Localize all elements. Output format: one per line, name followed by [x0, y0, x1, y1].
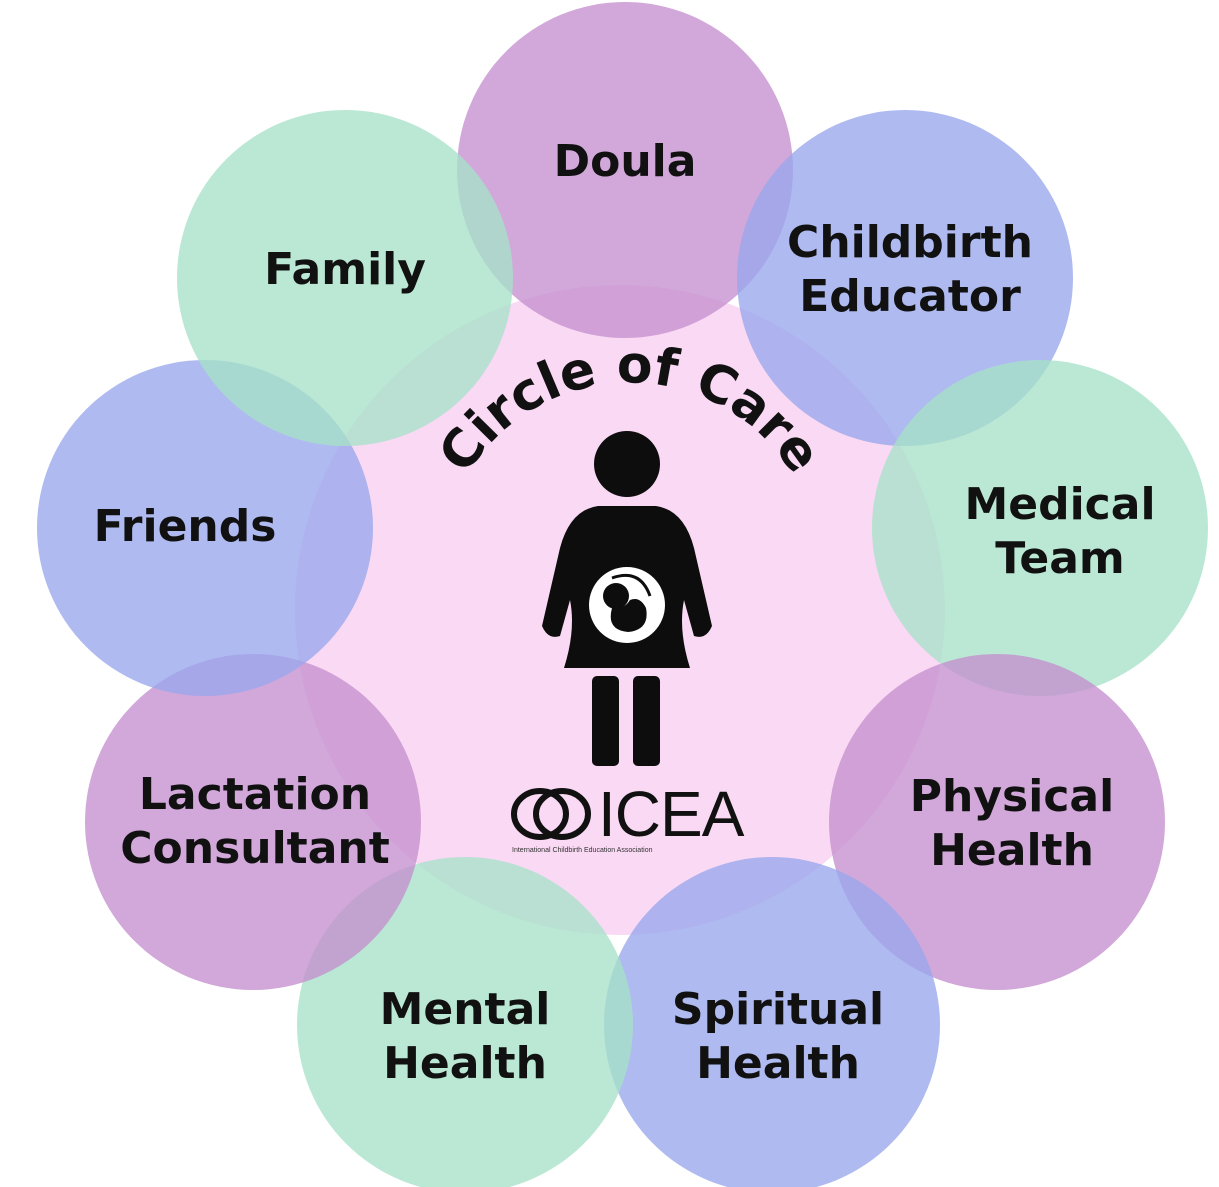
- pregnant-person-icon: [542, 431, 712, 766]
- circle-spiritual-health: [604, 857, 940, 1187]
- icea-rings-icon: [511, 788, 591, 840]
- label-line-lactation-consultant-1: Consultant: [120, 823, 390, 874]
- label-line-lactation-consultant-0: Lactation: [139, 769, 371, 820]
- circle-friends: [37, 360, 373, 696]
- icea-logo: ICEA International Childbirth Education …: [511, 778, 746, 854]
- circle-medical-team: [872, 360, 1208, 696]
- figure-left-leg: [592, 676, 619, 766]
- label-line-physical-health-1: Health: [930, 825, 1094, 876]
- satellite-circles: [37, 2, 1208, 1187]
- icea-logo-text: ICEA: [598, 778, 745, 850]
- label-line-family-0: Family: [264, 244, 426, 295]
- label-line-spiritual-health-0: Spiritual: [672, 984, 884, 1035]
- figure-head: [594, 431, 660, 497]
- circle-childbirth-educator: [737, 110, 1073, 446]
- circle-doula: [457, 2, 793, 338]
- figure-right-leg: [633, 676, 660, 766]
- label-line-childbirth-educator-1: Educator: [799, 271, 1021, 322]
- label-line-medical-team-1: Team: [995, 533, 1125, 584]
- label-line-childbirth-educator-0: Childbirth: [787, 217, 1033, 268]
- label-line-doula-0: Doula: [554, 136, 697, 187]
- icea-logo-tagline: International Childbirth Education Assoc…: [512, 847, 653, 854]
- circle-mental-health: [297, 857, 633, 1187]
- label-line-physical-health-0: Physical: [910, 771, 1114, 822]
- label-line-spiritual-health-1: Health: [696, 1038, 860, 1089]
- label-line-mental-health-1: Health: [383, 1038, 547, 1089]
- circle-physical-health: [829, 654, 1165, 990]
- label-family: Family: [264, 244, 426, 295]
- fetus-icon: [603, 573, 652, 632]
- circle-family: [177, 110, 513, 446]
- label-doula: Doula: [554, 136, 697, 187]
- label-line-friends-0: Friends: [94, 501, 277, 552]
- label-friends: Friends: [94, 501, 277, 552]
- label-line-medical-team-0: Medical: [964, 479, 1155, 530]
- circle-lactation-consultant: [85, 654, 421, 990]
- label-line-mental-health-0: Mental: [380, 984, 551, 1035]
